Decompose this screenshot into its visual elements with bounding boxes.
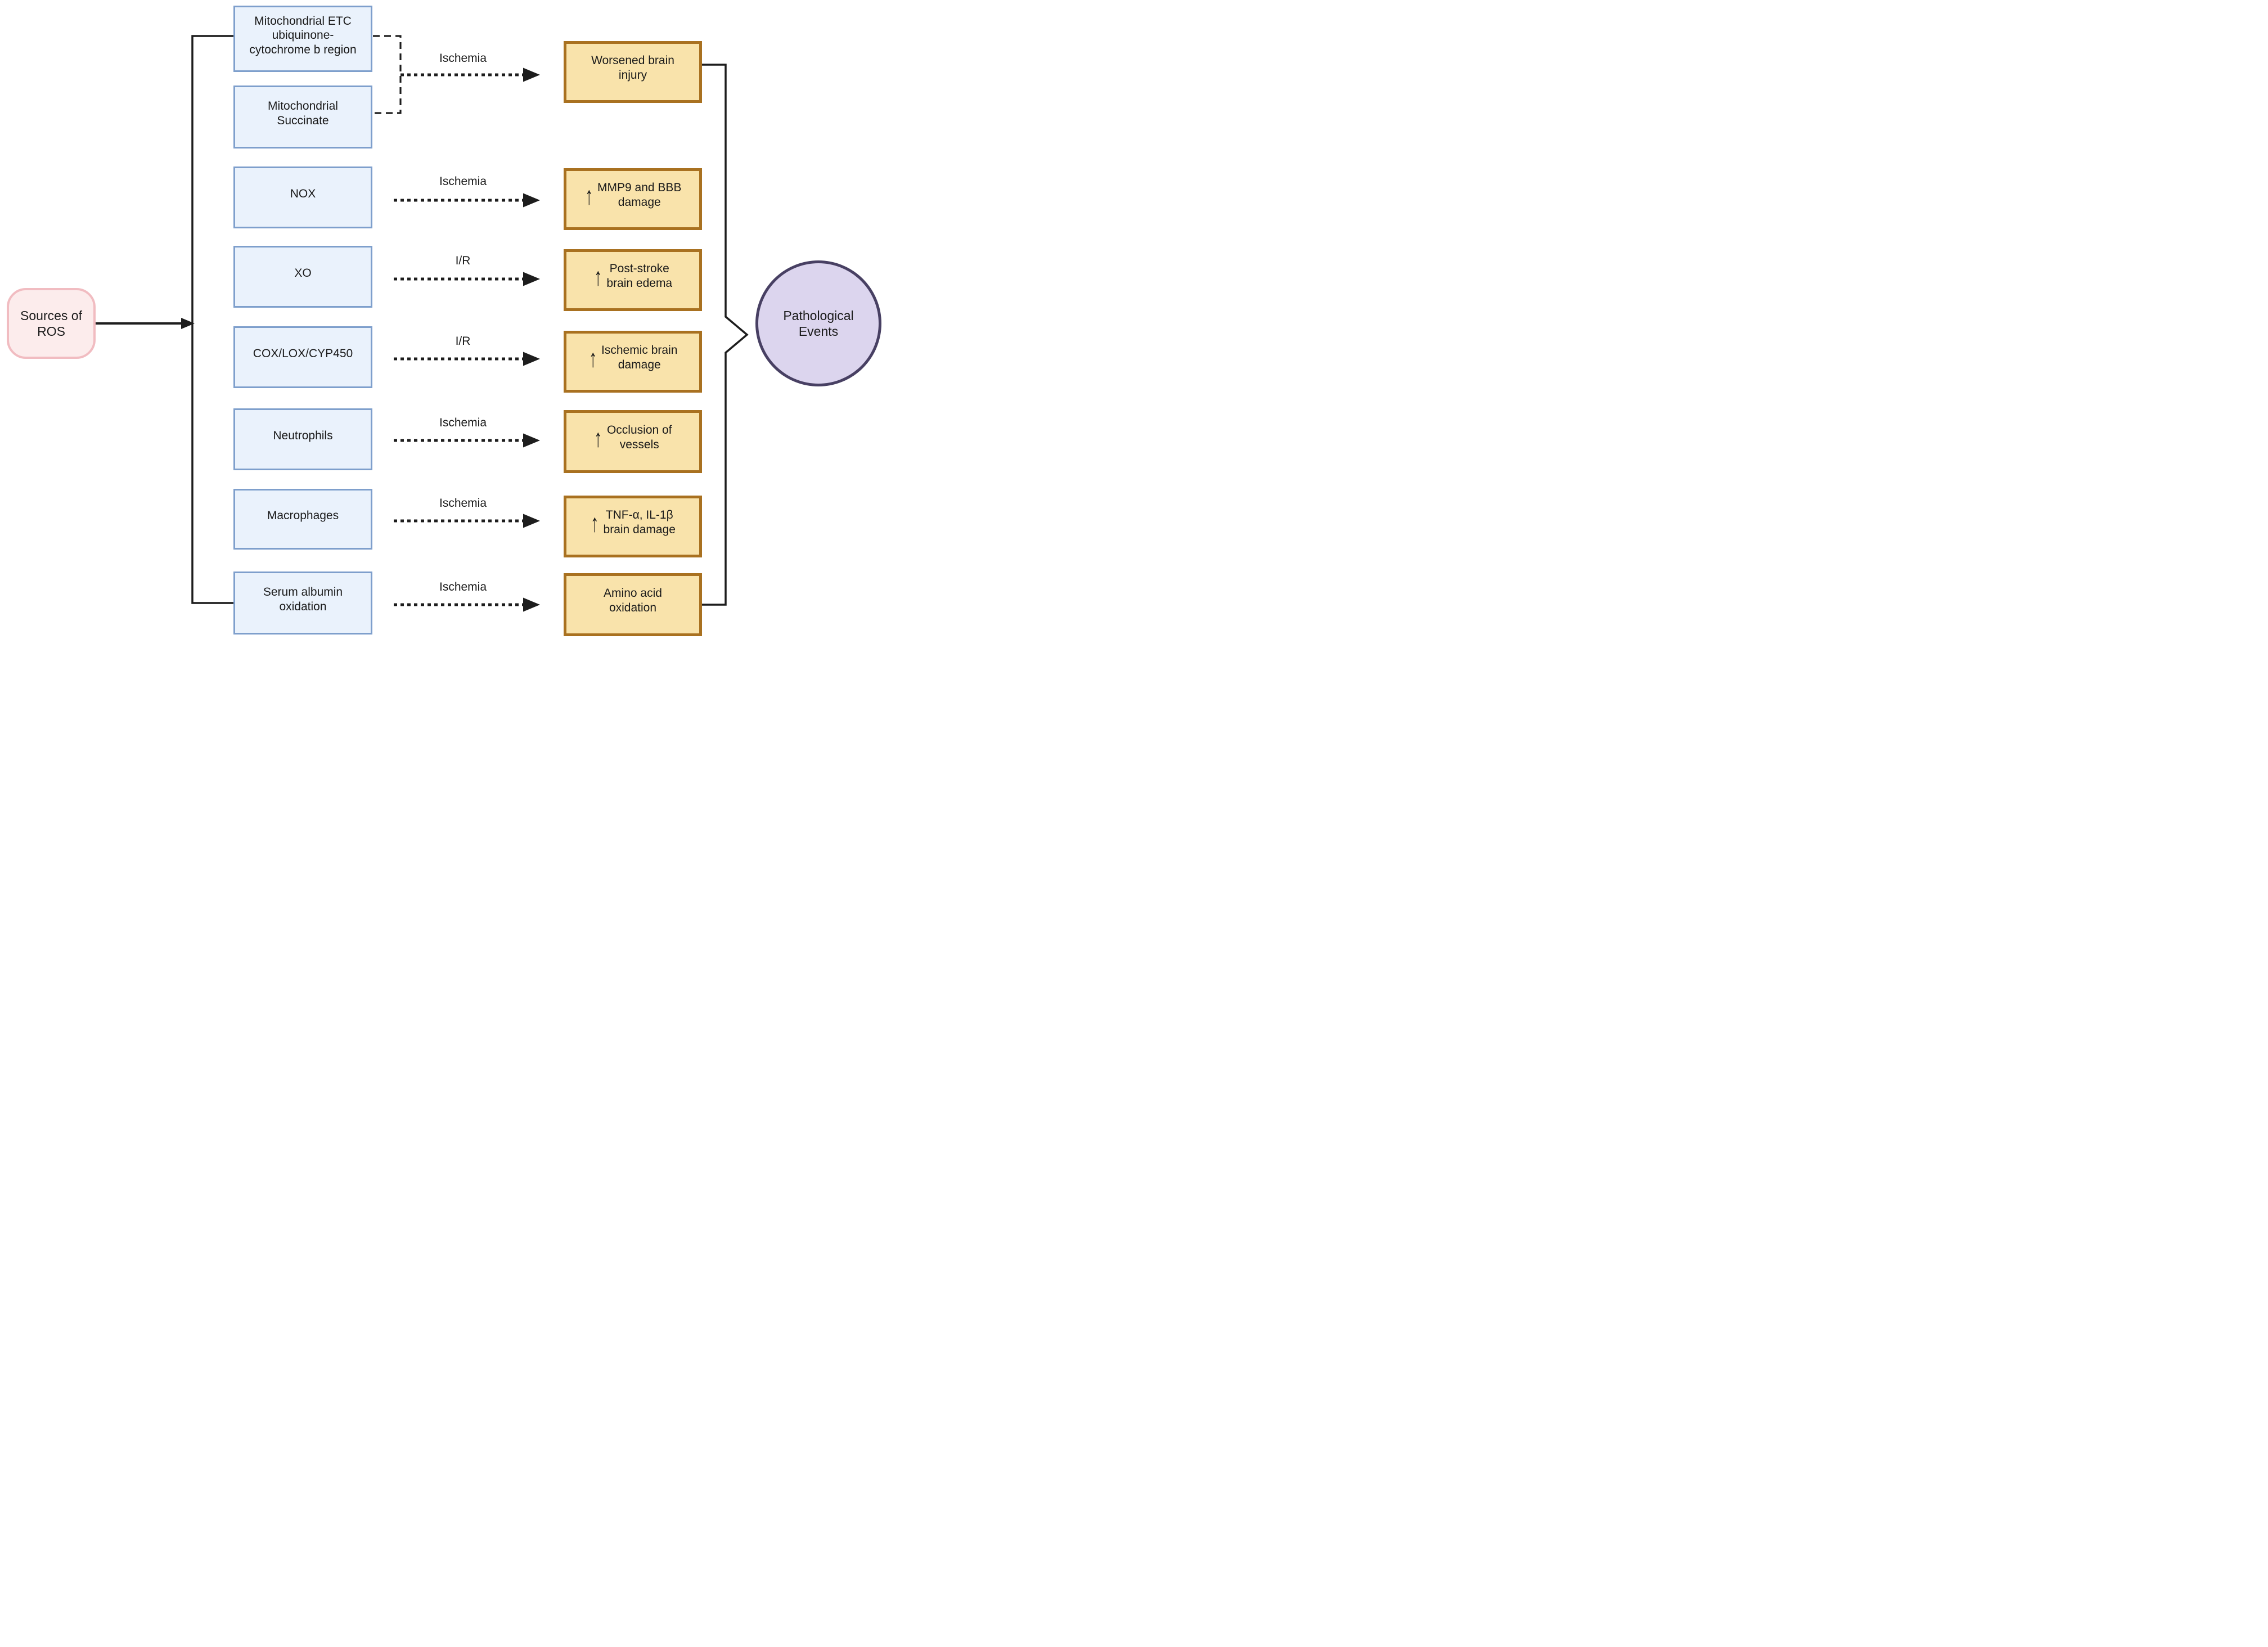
outcome-occlusion-of-vessels: ↑ Occlusion of vessels xyxy=(564,410,702,473)
outcome-label: MMP9 and BBB damage xyxy=(597,181,682,209)
ros-source-label: Mitochondrial Succinate xyxy=(268,100,338,127)
outcome-worsened-brain-injury: Worsened brain injury xyxy=(564,41,702,103)
condition-label-ischemia-4: Ischemia xyxy=(439,497,487,510)
ros-source-neutrophils: Neutrophils xyxy=(233,408,372,470)
pathological-events-label: Pathological Events xyxy=(783,308,854,339)
ros-source-cox-lox-cyp450: COX/LOX/CYP450 xyxy=(233,326,372,388)
outcome-post-stroke-brain-edema: ↑ Post-stroke brain edema xyxy=(564,249,702,311)
ros-source-mitochondrial-succinate: Mitochondrial Succinate xyxy=(233,86,372,148)
ros-source-serum-albumin-oxidation: Serum albumin oxidation xyxy=(233,572,372,634)
condition-label-ir-1: I/R xyxy=(455,254,471,267)
ros-source-mitochondrial-etc: Mitochondrial ETC ubiquinone- cytochrome… xyxy=(233,6,372,72)
outcome-tnf-il1b-brain-damage: ↑ TNF-α, IL-1β brain damage xyxy=(564,496,702,557)
mitochondrial-dashed-bracket xyxy=(373,35,402,114)
left-bracket xyxy=(191,35,233,604)
sources-of-ros-label: Sources of ROS xyxy=(20,308,82,339)
increase-arrow-icon: ↑ xyxy=(593,262,602,290)
ros-source-label: NOX xyxy=(290,187,316,201)
ros-source-xo: XO xyxy=(233,246,372,308)
outcome-label: Post-stroke brain edema xyxy=(606,262,673,290)
outcome-label: Worsened brain injury xyxy=(591,54,674,82)
condition-label-ir-2: I/R xyxy=(455,335,471,348)
ros-source-label: Serum albumin oxidation xyxy=(263,586,343,613)
ros-source-label: Neutrophils xyxy=(273,429,333,443)
ros-source-label: Mitochondrial ETC ubiquinone- cytochrome… xyxy=(249,14,357,56)
increase-arrow-icon: ↑ xyxy=(594,424,603,452)
increase-arrow-icon: ↑ xyxy=(588,344,597,372)
outcome-label: TNF-α, IL-1β brain damage xyxy=(603,508,676,536)
outcome-ischemic-brain-damage: ↑ Ischemic brain damage xyxy=(564,331,702,393)
ros-source-nox: NOX xyxy=(233,166,372,228)
ros-source-label: COX/LOX/CYP450 xyxy=(253,347,353,361)
outcome-label: Amino acid oxidation xyxy=(604,587,662,614)
outcome-label: Occlusion of vessels xyxy=(606,424,672,451)
ros-source-macrophages: Macrophages xyxy=(233,489,372,550)
outcome-amino-acid-oxidation: Amino acid oxidation xyxy=(564,573,702,636)
sources-of-ros-box: Sources of ROS xyxy=(7,288,96,359)
outcome-mmp9-bbb-damage: ↑ MMP9 and BBB damage xyxy=(564,168,702,230)
condition-label-ischemia-3: Ischemia xyxy=(439,416,487,429)
ros-source-label: XO xyxy=(294,267,312,280)
ros-source-label: Macrophages xyxy=(267,509,339,523)
right-bracket-chevron xyxy=(702,64,749,606)
increase-arrow-icon: ↑ xyxy=(590,508,599,537)
pathological-events-circle: Pathological Events xyxy=(755,260,881,386)
condition-label-ischemia-2: Ischemia xyxy=(439,175,487,188)
connector-lines xyxy=(96,35,749,612)
increase-arrow-icon: ↑ xyxy=(584,181,593,209)
ros-pathology-diagram: Sources of ROS Mitochondrial ETC ubiquin… xyxy=(0,0,882,641)
condition-label-ischemia-1: Ischemia xyxy=(439,52,487,65)
outcome-label: Ischemic brain damage xyxy=(601,344,678,371)
condition-label-ischemia-5: Ischemia xyxy=(439,580,487,593)
